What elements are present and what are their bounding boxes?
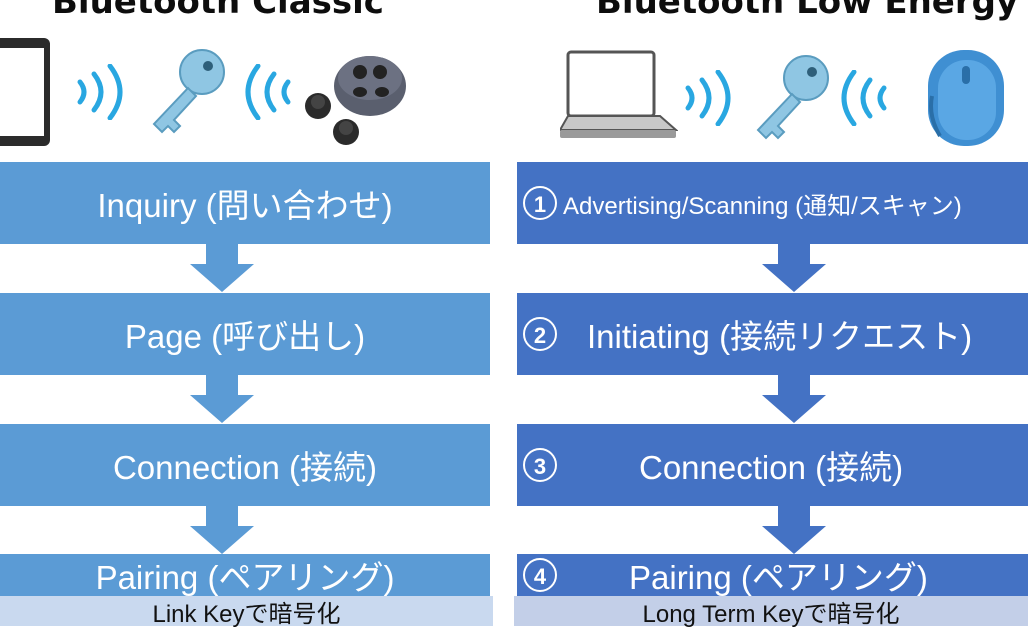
le-step-initiating: 2 Initiating (接続リクエスト) <box>517 293 1028 375</box>
step-number-badge: 3 <box>523 448 557 482</box>
signal-waves-icon <box>77 64 123 120</box>
mouse-icon <box>928 50 1004 146</box>
le-step-connection: 3 Connection (接続) <box>517 424 1028 506</box>
arrow-down-icon <box>762 375 826 423</box>
laptop-icon <box>560 50 678 138</box>
arrow-down-icon <box>190 506 254 554</box>
classic-step-connection: Connection (接続) <box>0 424 490 506</box>
smartphone-icon <box>0 38 50 146</box>
arrow-down-icon <box>762 244 826 292</box>
step-label: Pairing (ペアリング) <box>95 559 395 596</box>
signal-waves-icon <box>685 70 731 126</box>
classic-title: Bluetooth Classic <box>52 0 384 22</box>
step-number-badge: 2 <box>523 317 557 351</box>
key-icon <box>152 49 225 134</box>
le-step-pairing: 4 Pairing (ペアリング) <box>517 554 1028 596</box>
arrow-down-icon <box>190 375 254 423</box>
arrow-down-icon <box>762 506 826 554</box>
step-number-badge: 4 <box>523 558 557 592</box>
signal-waves-icon <box>245 64 291 120</box>
key-icon <box>756 55 829 140</box>
classic-step-pairing: Pairing (ペアリング) <box>0 554 490 596</box>
classic-caption: Link Keyで暗号化 <box>0 596 493 628</box>
step-label: Inquiry (問い合わせ) <box>97 187 393 224</box>
le-caption: Long Term Keyで暗号化 <box>514 596 1028 628</box>
step-label: Pairing (ペアリング) <box>629 559 928 596</box>
classic-step-inquiry: Inquiry (問い合わせ) <box>0 162 490 244</box>
le-step-advertising: 1 Advertising/Scanning (通知/スキャン) <box>517 162 1028 244</box>
signal-waves-icon <box>841 70 887 126</box>
step-label: Connection (接続) <box>112 449 378 486</box>
step-label: Initiating (接続リクエスト) <box>587 318 973 355</box>
earbuds-icon <box>305 56 406 145</box>
step-label: Page (呼び出し) <box>124 318 366 355</box>
step-label: Connection (接続) <box>639 449 904 486</box>
le-title: Bluetooth Low Energy <box>596 0 1019 22</box>
classic-step-page: Page (呼び出し) <box>0 293 490 375</box>
arrow-down-icon <box>190 244 254 292</box>
step-number-badge: 1 <box>523 186 557 220</box>
step-label: Advertising/Scanning (通知/スキャン) <box>563 192 962 220</box>
